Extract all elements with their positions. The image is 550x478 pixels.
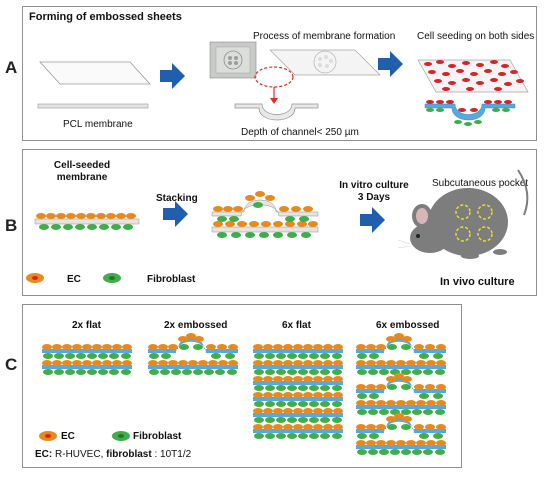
cell-seeded-label-1: Cell-seeded	[53, 160, 111, 171]
pcl-edge-view	[37, 103, 149, 109]
mouse-illustration	[397, 169, 529, 259]
panel-letter-a: A	[5, 58, 18, 77]
header-6x-embossed: 6x embossed	[376, 320, 440, 331]
stacking-label: Stacking	[156, 193, 198, 204]
panel-a-title: Forming of embossed sheets	[29, 11, 182, 23]
embossed-sheet	[269, 49, 381, 76]
legend-b-ec-label: EC	[67, 274, 81, 285]
footnote-fib-value: : 10T1/2	[151, 449, 192, 460]
legend-c-ec-icon	[39, 431, 57, 441]
stack-2x-flat	[42, 344, 132, 375]
channel-profile	[234, 103, 319, 121]
arrow-a2	[378, 51, 403, 77]
legend-c-ec-label: EC	[61, 431, 75, 442]
legend-b-fibroblast-icon	[103, 273, 121, 283]
depth-label: Depth of channel< 250 µm	[241, 127, 359, 138]
legend-c-fibroblast-icon	[112, 431, 130, 441]
arrow-b1	[163, 201, 188, 227]
legend-b-fibroblast-label: Fibroblast	[147, 274, 196, 285]
header-2x-embossed: 2x embossed	[164, 320, 228, 331]
pocket-circles	[455, 204, 493, 242]
in-vitro-label-2: 3 Days	[357, 192, 391, 203]
stack-6x-flat	[253, 344, 343, 439]
pcl-sheet	[39, 61, 151, 85]
arrow-a1	[160, 63, 185, 89]
panel-letter-b: B	[5, 216, 18, 235]
footnote-fib-label: fibroblast	[106, 449, 152, 460]
zoom-ellipse	[254, 66, 294, 88]
pocket-label: Subcutaneous pocket	[432, 178, 529, 189]
footnote: EC: R-HUVEC, fibroblast : 10T1/2	[35, 449, 191, 460]
seeded-cross-section	[424, 103, 516, 121]
footnote-ec-value: R-HUVEC,	[52, 449, 107, 460]
stack-2x-embossed	[148, 333, 238, 375]
cell-seeded-label-2: membrane	[56, 172, 108, 183]
seeded-sheet	[417, 59, 529, 93]
stacked-embossed-b	[211, 191, 319, 238]
pcl-membrane-label: PCL membrane	[63, 119, 133, 130]
header-2x-flat: 2x flat	[72, 320, 101, 331]
arrow-b2	[360, 207, 385, 233]
header-6x-flat: 6x flat	[282, 320, 311, 331]
footnote-ec-label: EC:	[35, 449, 53, 460]
legend-c-fibroblast-label: Fibroblast	[133, 431, 182, 442]
in-vivo-label: In vivo culture	[440, 276, 515, 288]
in-vitro-label-1: In vitro culture	[339, 180, 409, 191]
stack-6x-embossed	[356, 333, 446, 455]
seeded-membrane-b	[34, 213, 140, 230]
legend-b-ec-icon	[26, 273, 44, 283]
seed-cells	[424, 60, 524, 91]
panel-letter-c: C	[5, 355, 18, 374]
seeding-label: Cell seeding on both sides	[417, 31, 535, 42]
process-label: Process of membrane formation	[253, 31, 396, 42]
